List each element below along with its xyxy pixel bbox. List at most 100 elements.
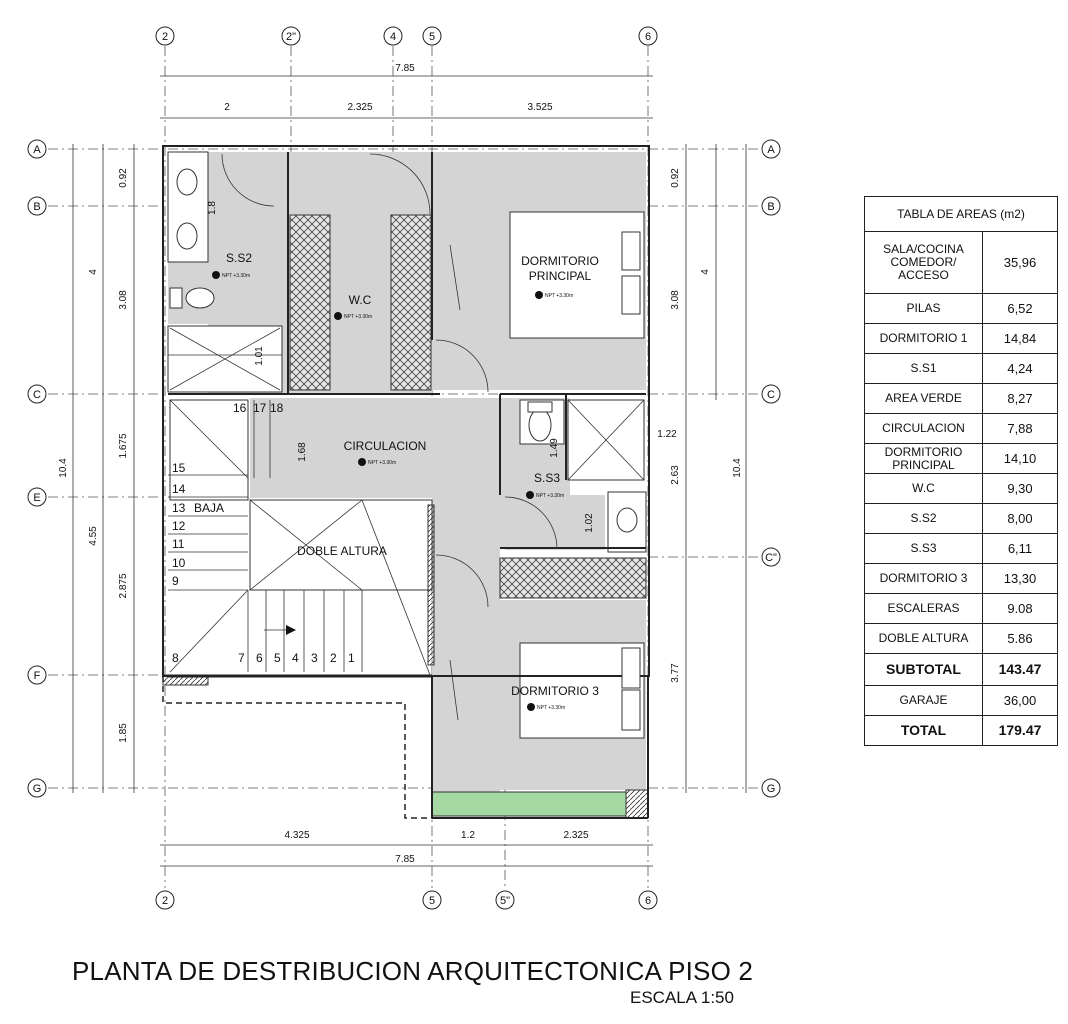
svg-text:2.875: 2.875 (118, 573, 129, 598)
area-label: S.S3 (864, 533, 983, 564)
svg-text:2.63: 2.63 (670, 465, 681, 485)
svg-text:NPT +3.30m: NPT +3.30m (537, 705, 565, 711)
svg-text:2: 2 (330, 651, 337, 665)
svg-text:5: 5 (429, 31, 435, 43)
svg-text:0.92: 0.92 (670, 168, 681, 188)
area-label: SALA/COCINA COMEDOR/ ACCESO (864, 231, 983, 294)
svg-text:13: 13 (172, 501, 186, 515)
area-label: ESCALERAS (864, 593, 983, 624)
svg-text:2: 2 (162, 31, 168, 43)
area-value: 179.47 (982, 715, 1058, 746)
svg-text:C: C (33, 389, 41, 401)
svg-text:12: 12 (172, 519, 186, 533)
svg-text:9: 9 (172, 574, 179, 588)
area-value: 14,10 (982, 443, 1058, 474)
dimension-labels: 7.85 2 2.325 3.525 4.325 1.2 2.325 7.85 … (58, 63, 743, 865)
area-value: 143.47 (982, 653, 1058, 686)
svg-text:5: 5 (274, 651, 281, 665)
sink-icon (176, 222, 198, 250)
area-label: GARAJE (864, 685, 983, 716)
door-swings (221, 153, 558, 721)
area-label: AREA VERDE (864, 383, 983, 414)
svg-text:A: A (33, 144, 41, 156)
svg-text:NPT +3.30m: NPT +3.30m (222, 273, 250, 279)
svg-text:NPT +3.30m: NPT +3.30m (536, 493, 564, 499)
svg-text:3.08: 3.08 (118, 290, 129, 310)
svg-text:NPT +3.30m: NPT +3.30m (368, 460, 396, 466)
walls (162, 145, 650, 819)
svg-text:1.68: 1.68 (297, 442, 308, 462)
svg-text:7.85: 7.85 (395, 854, 415, 865)
svg-text:3: 3 (311, 651, 318, 665)
svg-text:3.08: 3.08 (670, 290, 681, 310)
svg-text:4.55: 4.55 (88, 526, 99, 546)
area-value: 13,30 (982, 563, 1058, 594)
svg-text:1.85: 1.85 (118, 723, 129, 743)
area-value: 4,24 (982, 353, 1058, 384)
area-label: S.S1 (864, 353, 983, 384)
svg-text:A: A (767, 144, 775, 156)
area-label: SUBTOTAL (864, 653, 983, 686)
svg-text:11: 11 (172, 537, 185, 551)
area-label: CIRCULACION (864, 413, 983, 444)
area-value: 8,27 (982, 383, 1058, 414)
area-label: DORMITORIO PRINCIPAL (864, 443, 983, 474)
area-label: W.C (864, 473, 983, 504)
svg-text:1.675: 1.675 (118, 433, 129, 458)
area-value: 6,11 (982, 533, 1058, 564)
level-markers: NPT +3.30m NPT +3.30m NPT +3.30m NPT +3.… (212, 271, 573, 711)
svg-text:S.S2: S.S2 (226, 251, 252, 265)
svg-text:2.325: 2.325 (563, 830, 588, 841)
area-table-header: TABLA DE AREAS (m2) (864, 196, 1058, 232)
area-value: 8,00 (982, 503, 1058, 534)
svg-text:2": 2" (286, 31, 296, 43)
svg-text:4: 4 (700, 269, 711, 275)
svg-text:6: 6 (256, 651, 263, 665)
svg-text:1.8: 1.8 (207, 201, 218, 215)
svg-text:15: 15 (172, 461, 186, 475)
svg-text:NPT +3.30m: NPT +3.30m (545, 293, 573, 299)
plumbing-fixtures (169, 168, 641, 731)
svg-text:18: 18 (270, 401, 284, 415)
svg-text:G: G (33, 783, 42, 795)
area-label: DORMITORIO 3 (864, 563, 983, 594)
svg-text:4.325: 4.325 (284, 830, 309, 841)
area-value: 35,96 (982, 231, 1058, 294)
svg-text:B: B (767, 201, 774, 213)
area-label: PILAS (864, 293, 983, 324)
hatched-walls (162, 214, 649, 819)
area-value: 6,52 (982, 293, 1058, 324)
sink-icon (616, 507, 638, 533)
sink-icon (176, 168, 198, 196)
area-value: 14,84 (982, 323, 1058, 354)
svg-text:NPT +3.30m: NPT +3.30m (344, 314, 372, 320)
svg-text:CIRCULACION: CIRCULACION (344, 439, 427, 453)
svg-text:C": C" (765, 552, 777, 564)
svg-text:10: 10 (172, 556, 186, 570)
svg-text:1.22: 1.22 (657, 429, 677, 440)
svg-text:PRINCIPAL: PRINCIPAL (529, 269, 592, 283)
svg-text:4: 4 (390, 31, 396, 43)
drawing-scale: ESCALA 1:50 (630, 988, 734, 1007)
drawing-title: PLANTA DE DESTRIBUCION ARQUITECTONICA PI… (72, 956, 754, 986)
svg-text:DORMITORIO: DORMITORIO (521, 254, 599, 268)
svg-text:2: 2 (224, 102, 230, 113)
svg-text:8: 8 (172, 651, 179, 665)
svg-text:16: 16 (233, 401, 247, 415)
svg-text:5: 5 (429, 895, 435, 907)
svg-text:0.92: 0.92 (118, 168, 129, 188)
svg-text:7: 7 (238, 651, 245, 665)
